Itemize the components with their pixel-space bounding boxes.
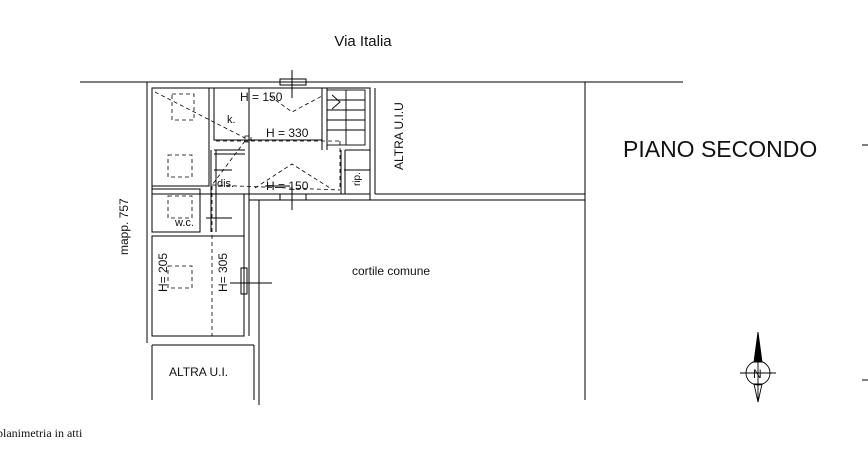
courtyard-label: cortile comune bbox=[352, 264, 430, 278]
height-left-room: H= 205 bbox=[156, 253, 170, 292]
north-arrow-icon bbox=[740, 331, 776, 403]
parcel-label: mapp. 757 bbox=[117, 198, 131, 255]
north-label: N bbox=[753, 367, 762, 381]
height-top: H = 150 bbox=[240, 90, 283, 104]
height-right-room: H= 305 bbox=[216, 253, 230, 292]
neighbor-bottom-label: ALTRA U.I. bbox=[169, 365, 228, 379]
staircase bbox=[326, 89, 366, 146]
height-lower: H = 150 bbox=[266, 179, 309, 193]
street-label: Via Italia bbox=[334, 33, 392, 50]
neighbor-right-block bbox=[374, 88, 585, 195]
walls bbox=[151, 87, 371, 343]
room-kitchen-label: k. bbox=[227, 114, 236, 126]
room-bathroom-label: w.c. bbox=[174, 217, 194, 229]
room-storage-label: rip. bbox=[352, 172, 363, 186]
footer-note: planimetria in atti bbox=[0, 426, 83, 440]
neighbor-right-label: ALTRA U.I.U bbox=[392, 102, 406, 170]
dashed-roof-lines bbox=[154, 91, 341, 336]
windows bbox=[206, 70, 370, 295]
room-corridor-label: dis. bbox=[217, 178, 234, 190]
floor-title: PIANO SECONDO bbox=[623, 136, 817, 162]
height-middle: H = 330 bbox=[266, 126, 309, 140]
neighbor-bottom-block bbox=[151, 344, 255, 400]
